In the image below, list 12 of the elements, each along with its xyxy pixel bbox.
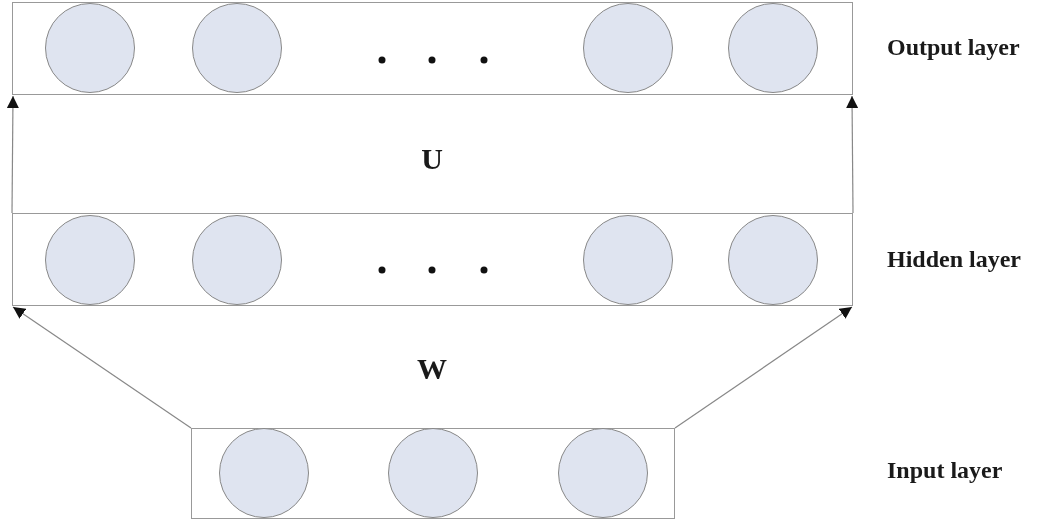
layer-label: Hidden layer (887, 245, 1021, 273)
layer-label: Input layer (887, 456, 1003, 484)
arrow (846, 95, 859, 214)
weight-label: W (417, 352, 447, 386)
arrow (12, 306, 192, 429)
arrow (674, 306, 853, 429)
layer-box (12, 213, 853, 306)
layer-label: Output layer (887, 33, 1020, 61)
layer-box (191, 428, 675, 519)
weight-label: U (421, 142, 443, 176)
layer-box (12, 2, 853, 95)
arrow (6, 95, 19, 214)
